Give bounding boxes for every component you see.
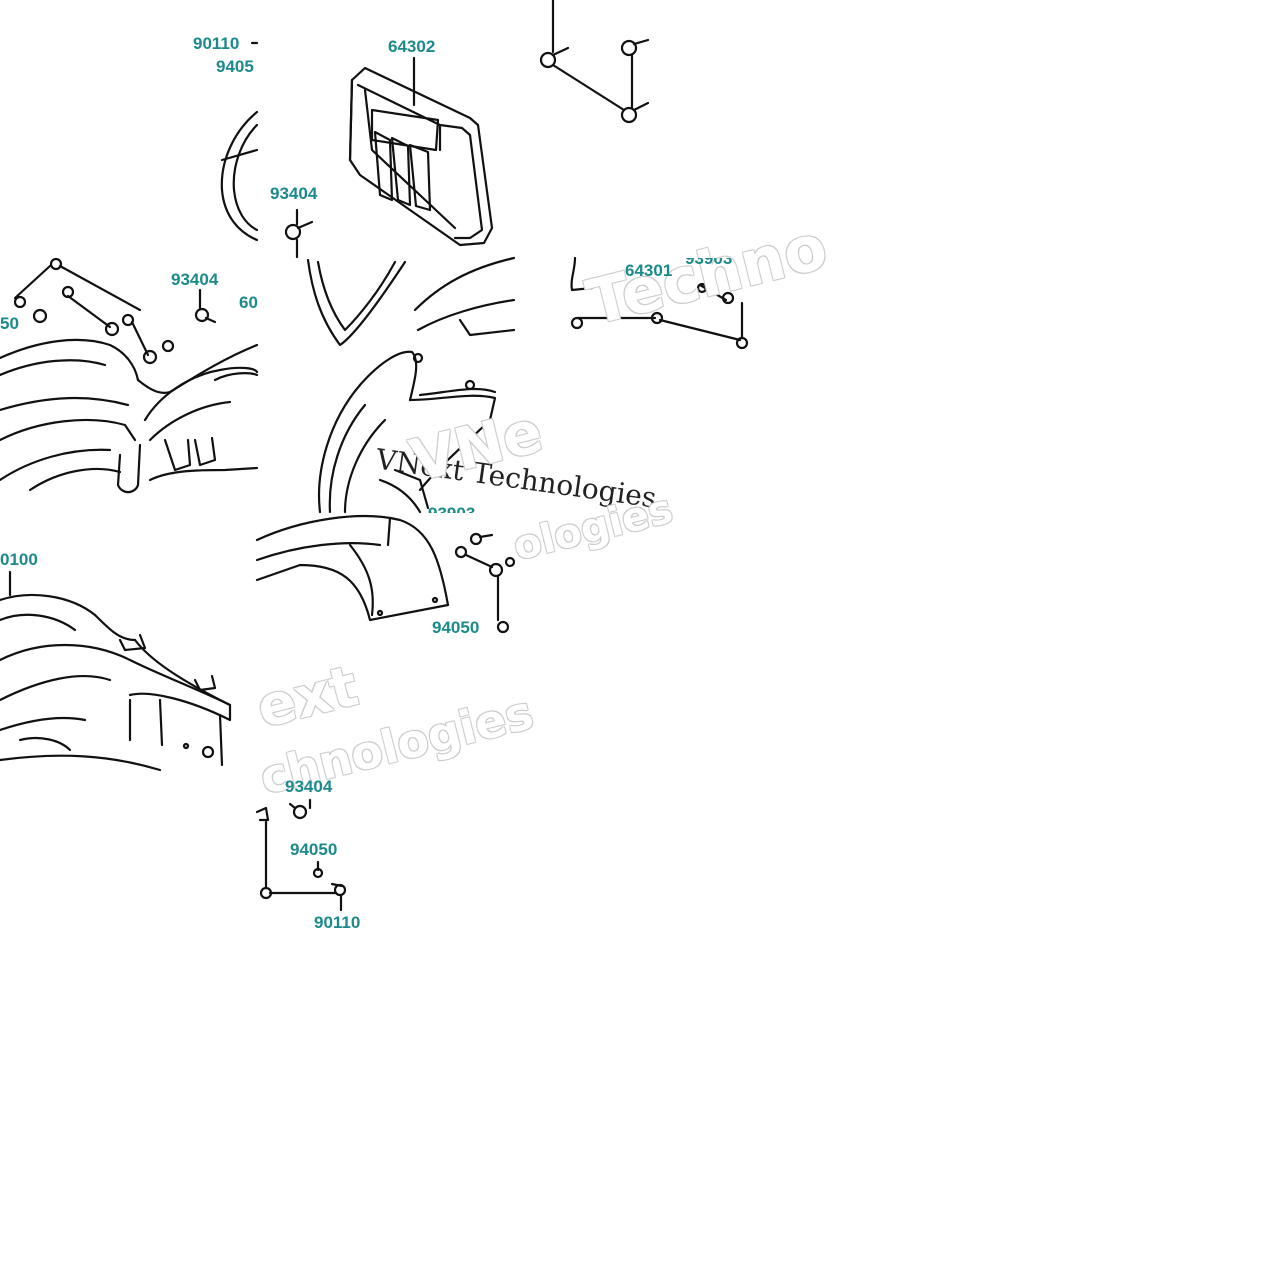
part-number-label: 64302 xyxy=(388,37,436,56)
fastener-group-right xyxy=(570,256,749,350)
rear-fender-body xyxy=(0,338,259,494)
part-number-label: 60 xyxy=(239,293,258,312)
lower-fender-body xyxy=(0,570,232,772)
fender-fragment-top-left xyxy=(220,110,259,242)
fastener-group-lower xyxy=(255,798,347,912)
part-number-label: 64301 xyxy=(625,261,673,280)
part-number-label: 94050 xyxy=(290,840,338,859)
part-number-label: 93903 xyxy=(428,504,476,523)
part-number-label: 9405 xyxy=(216,57,254,76)
part-number-label: 50 xyxy=(0,314,19,333)
fastener-group-bottom xyxy=(454,532,516,634)
part-number-label: 90110 xyxy=(314,913,361,932)
part-number-label: 93404 xyxy=(285,777,333,796)
part-number-label: 94050 xyxy=(432,618,480,637)
rear-guard xyxy=(255,515,450,622)
part-number-label: 93903 xyxy=(685,249,733,268)
front-fender-lower xyxy=(318,350,497,514)
bolt-93404 xyxy=(284,208,314,259)
part-number-label: 93404 xyxy=(270,184,318,203)
front-fender-upper xyxy=(306,256,516,347)
fastener-group-left xyxy=(13,257,217,365)
part-number-label: 90110 xyxy=(193,34,240,53)
part-number-label: 93404 xyxy=(171,270,219,289)
cover-part-64302 xyxy=(348,66,494,247)
part-number-label: 0100 xyxy=(0,550,38,569)
fastener-group-top xyxy=(539,0,650,124)
